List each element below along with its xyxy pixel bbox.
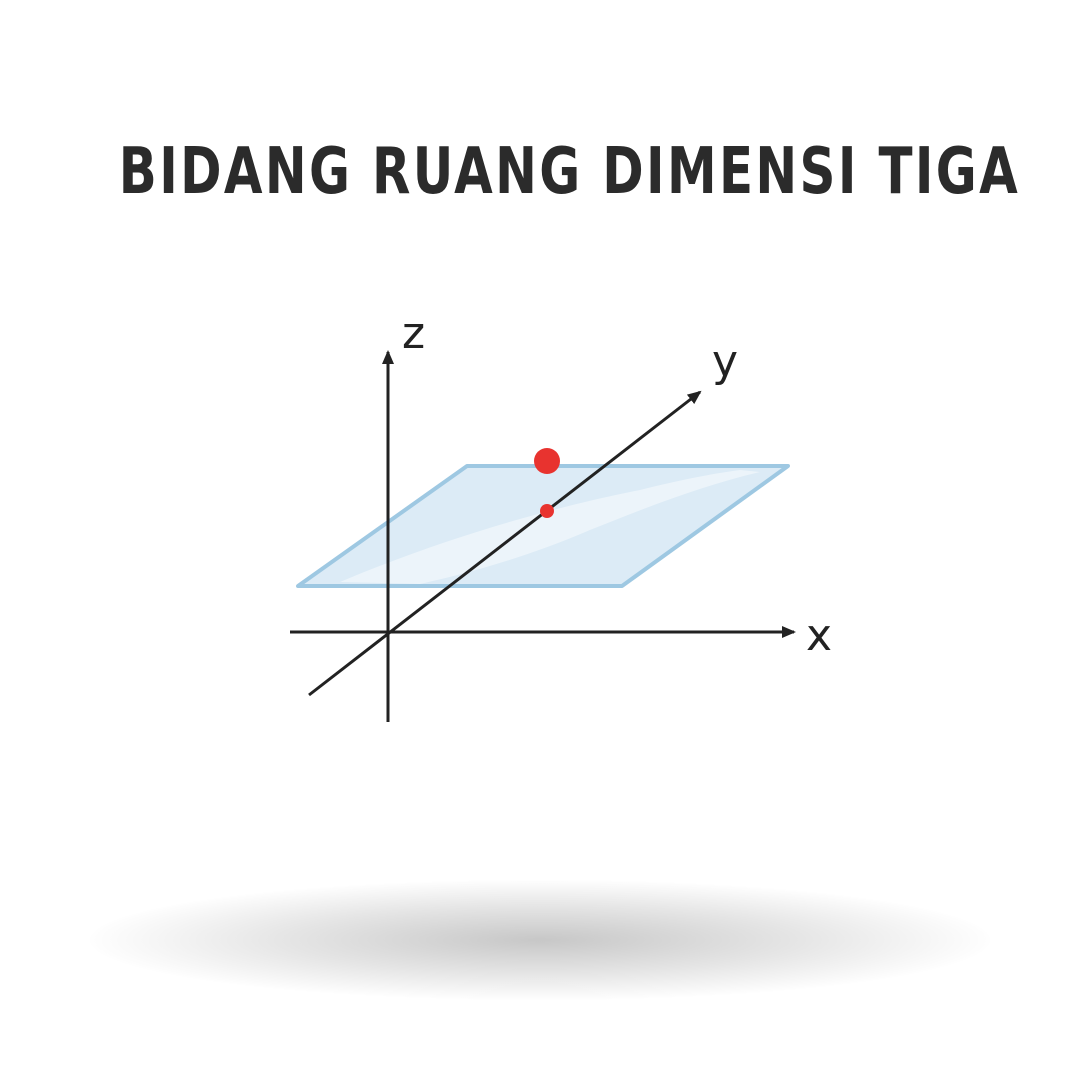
plane-highlight (340, 470, 760, 584)
y-axis (308, 390, 702, 697)
y-axis-label: y (712, 336, 738, 387)
x-axis-label: x (806, 610, 832, 661)
point-above-plane (534, 448, 560, 474)
plane-surface (296, 464, 790, 588)
point-on-plane (540, 504, 554, 518)
z-axis-label: z (402, 308, 425, 359)
plane (296, 464, 790, 588)
axes (290, 350, 796, 722)
page-title: BIDANG RUANG DIMENSI TIGA (118, 135, 1021, 209)
floor-shadow (90, 880, 990, 1000)
